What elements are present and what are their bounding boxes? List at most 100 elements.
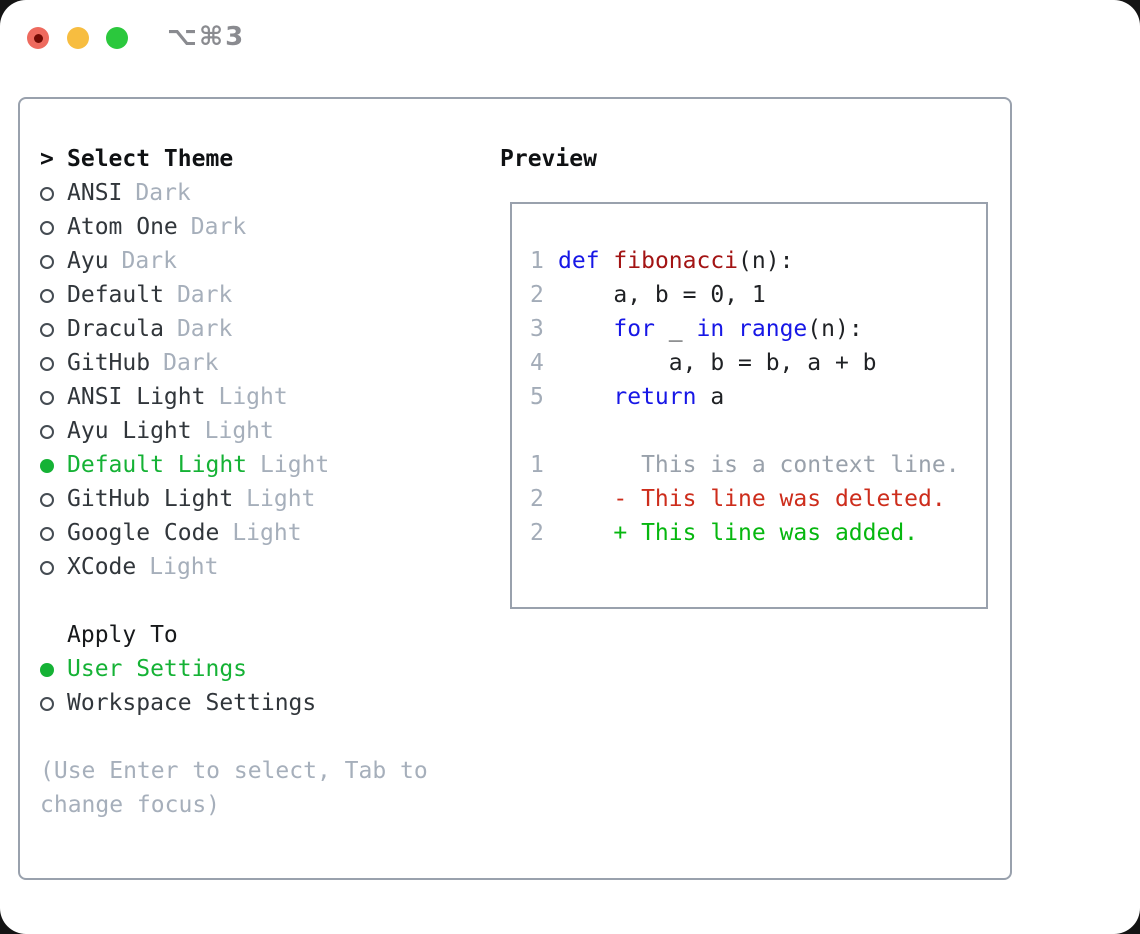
theme-option-name: GitHub: [67, 350, 151, 376]
theme-option-name: Atom One: [67, 214, 178, 240]
theme-list-title: Select Theme: [67, 146, 234, 172]
theme-list-header: > Select Theme: [40, 142, 428, 176]
theme-option-name: Google Code: [67, 520, 220, 546]
code-segment: _: [654, 316, 697, 342]
code-line: 2 - This line was deleted.: [530, 482, 986, 516]
radio-unselected-icon: [40, 278, 67, 312]
hint-text: change focus): [40, 788, 428, 822]
radio-unselected-icon: [40, 516, 67, 550]
line-number: 1: [530, 248, 544, 274]
prompt-icon: >: [40, 146, 54, 172]
code-segment: (n):: [738, 248, 794, 274]
theme-option[interactable]: Atom One Dark: [40, 210, 428, 244]
radio-unselected-icon: [40, 210, 67, 244]
code-segment: a, b = 0, 1: [558, 282, 766, 308]
code-segment: - This line was deleted.: [558, 486, 946, 512]
spacer-row: [40, 720, 428, 754]
theme-option-variant: Dark: [176, 316, 233, 342]
radio-unselected-icon: [40, 346, 67, 380]
radio-selected-icon: [40, 448, 67, 482]
spacer-row: [40, 584, 428, 618]
radio-unselected-icon: [40, 176, 67, 210]
code-segment: fibonacci: [613, 248, 739, 274]
code-segment: in: [696, 316, 725, 342]
code-segment: [558, 316, 613, 342]
code-segment: for: [613, 316, 655, 342]
theme-option-variant: Light: [246, 486, 316, 512]
maximize-button[interactable]: [106, 27, 128, 49]
theme-option-name: XCode: [67, 554, 137, 580]
theme-option[interactable]: GitHub Light Light: [40, 482, 428, 516]
hint-text: (Use Enter to select, Tab to: [40, 754, 428, 788]
line-number: 2: [530, 486, 544, 512]
code-segment: This is a context line.: [558, 452, 960, 478]
theme-option-variant: Dark: [163, 350, 219, 376]
theme-option-variant: Light: [218, 384, 288, 410]
code-line: 4 a, b = b, a + b: [530, 346, 986, 380]
hint-line: change focus): [40, 792, 221, 818]
theme-option[interactable]: GitHub Dark: [40, 346, 428, 380]
theme-option[interactable]: Dracula Dark: [40, 312, 428, 346]
line-number: 2: [530, 282, 544, 308]
code-segment: [558, 384, 613, 410]
theme-option-name: GitHub Light: [67, 486, 234, 512]
radio-unselected-icon: [40, 686, 67, 720]
theme-option-variant: Dark: [176, 282, 233, 308]
theme-option-name: ANSI Light: [67, 384, 206, 410]
code-line: 1 This is a context line.: [530, 448, 986, 482]
theme-option-variant: Dark: [121, 248, 177, 274]
theme-option[interactable]: Ayu Light Light: [40, 414, 428, 448]
theme-option-variant: Light: [260, 452, 330, 478]
code-line: 2 a, b = 0, 1: [530, 278, 986, 312]
minimize-button[interactable]: [67, 27, 89, 49]
apply-to-option[interactable]: Workspace Settings: [40, 686, 428, 720]
apply-to-header: Apply To: [40, 618, 428, 652]
preview-heading: Preview: [500, 146, 597, 172]
hint-line: (Use Enter to select, Tab to: [40, 758, 428, 784]
unsaved-changes-dot-icon: [33, 33, 43, 43]
code-segment: [724, 316, 738, 342]
theme-option-variant: Light: [232, 520, 302, 546]
theme-option-name: Ayu: [67, 248, 109, 274]
theme-option[interactable]: Google Code Light: [40, 516, 428, 550]
line-number: 2: [530, 520, 544, 546]
radio-unselected-icon: [40, 244, 67, 278]
apply-to-option-name: User Settings: [67, 656, 248, 682]
code-line: 3 for _ in range(n):: [530, 312, 986, 346]
window-title: ⌥⌘3: [167, 22, 246, 52]
theme-option-name: Default Light: [67, 452, 248, 478]
radio-selected-icon: [40, 652, 67, 686]
radio-unselected-icon: [40, 482, 67, 516]
theme-option-name: Ayu Light: [67, 418, 192, 444]
code-segment: a, b = b, a + b: [558, 350, 877, 376]
line-number: 1: [530, 452, 544, 478]
code-segment: return: [613, 384, 697, 410]
line-number: 3: [530, 316, 544, 342]
code-segment: + This line was added.: [558, 520, 919, 546]
apply-to-option[interactable]: User Settings: [40, 652, 428, 686]
code-line: 5 return a: [530, 380, 986, 414]
code-line: 2 + This line was added.: [530, 516, 986, 550]
close-button[interactable]: [27, 27, 49, 49]
theme-option[interactable]: ANSI Dark: [40, 176, 428, 210]
apply-to-title: Apply To: [67, 622, 178, 648]
theme-option-variant: Dark: [135, 180, 191, 206]
theme-option-variant: Dark: [190, 214, 247, 240]
code-segment: [600, 248, 614, 274]
theme-option[interactable]: Ayu Dark: [40, 244, 428, 278]
theme-option[interactable]: ANSI Light Light: [40, 380, 428, 414]
radio-unselected-icon: [40, 312, 67, 346]
theme-option-name: ANSI: [67, 180, 123, 206]
radio-unselected-icon: [40, 414, 67, 448]
theme-option-name: Dracula: [67, 316, 164, 342]
theme-option[interactable]: Default Light Light: [40, 448, 428, 482]
theme-option-variant: Light: [204, 418, 274, 444]
